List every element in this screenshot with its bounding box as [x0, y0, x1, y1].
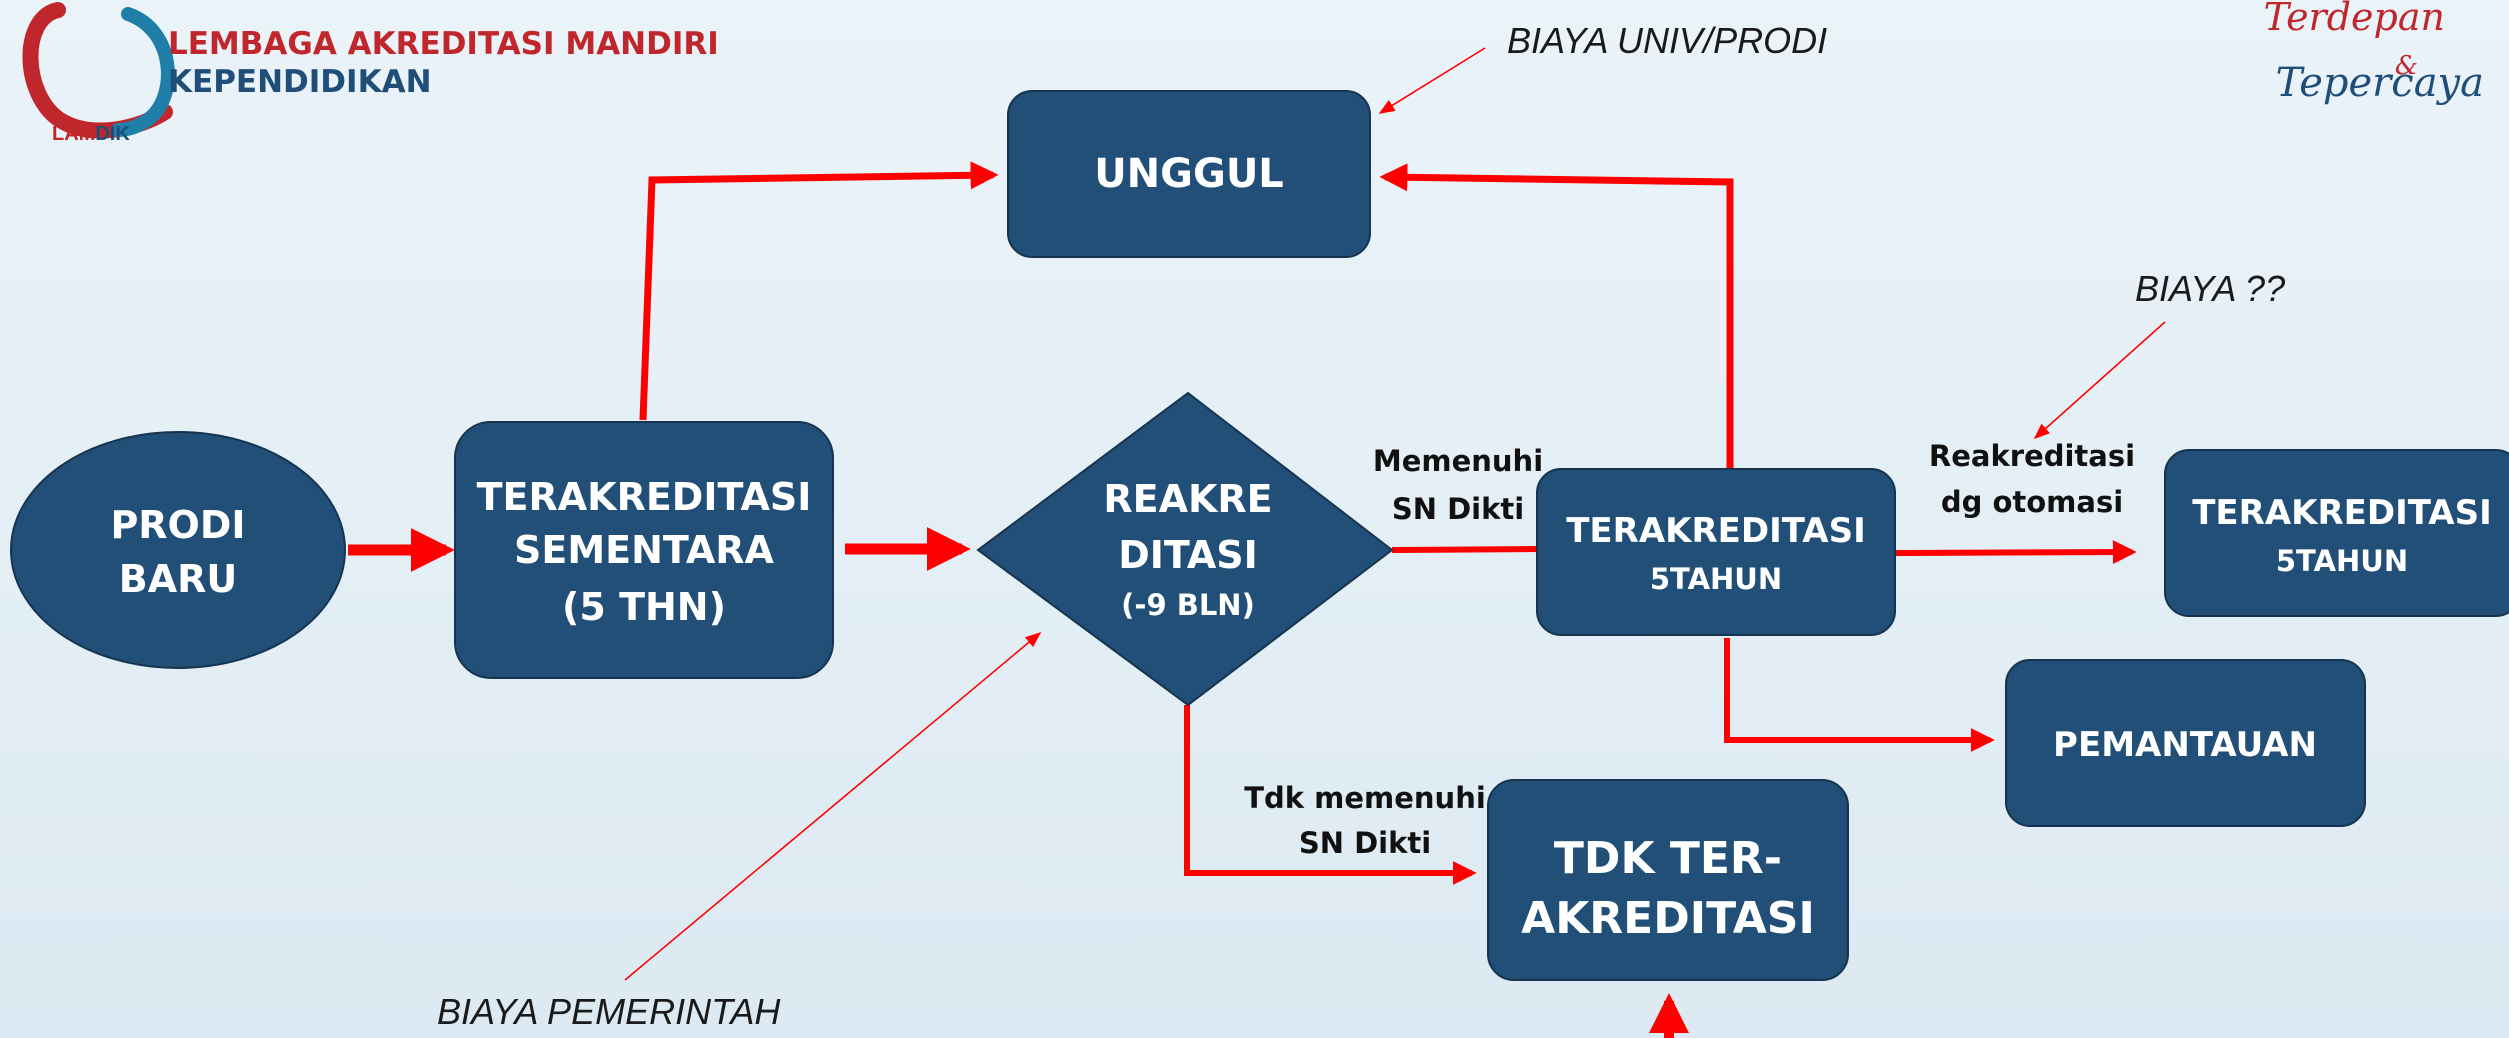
logo-dik-text: DIK	[95, 123, 130, 145]
tagline-terdepan: Terdepan	[2264, 0, 2445, 39]
tdk-memenuhi-line2: SN Dikti	[1299, 826, 1431, 860]
org-name-line1: LEMBAGA AKREDITASI MANDIRI	[168, 26, 719, 62]
node-terakreditasi-5tahun-b	[2164, 449, 2509, 617]
prodi-baru-line2: BARU	[119, 557, 238, 601]
unggul-label: UNGGUL	[1094, 151, 1284, 197]
node-terakreditasi-sementara	[454, 421, 834, 679]
node-tdk-terakreditasi	[1487, 779, 1849, 981]
node-prodi-baru	[10, 431, 346, 669]
terakreditasi-5b-line2: 5TAHUN	[2276, 544, 2408, 578]
logo-lam-text: LAM	[52, 123, 95, 145]
arrow-terakreditasi-to-terakreditasi-b	[1895, 540, 2137, 565]
note-biaya-tanya: BIAYA ??	[2135, 268, 2285, 309]
pointer-biaya-tanya	[2033, 321, 2166, 440]
arrow-terakreditasi-to-pemantauan	[1724, 638, 1995, 752]
memenuhi-line2: SN Dikti	[1392, 492, 1524, 526]
arrow-reakreditasi-to-tdk	[1184, 705, 1477, 885]
reakreditasi-line1: REAKRE	[1103, 477, 1272, 521]
lamdik-logo: LAMDIK	[22, 2, 175, 145]
reakreditasi-line3: (-9 BLN)	[1121, 588, 1255, 622]
tagline-ampersand: &	[2395, 51, 2418, 81]
note-biaya-univ: BIAYA UNIV/PRODI	[1507, 20, 1827, 61]
node-terakreditasi-5tahun	[1536, 468, 1896, 636]
svg-text:LAMDIK: LAMDIK	[52, 123, 130, 145]
arrow-terakreditasi-to-unggul	[1379, 163, 1734, 474]
reakreditasi-line2: DITASI	[1118, 533, 1258, 577]
pemantauan-label: PEMANTAUAN	[2053, 725, 2317, 765]
sementara-line3: (5 THN)	[562, 585, 726, 629]
reakreditasi-otomasi-line1: Reakreditasi	[1929, 439, 2135, 473]
node-unggul	[1007, 90, 1371, 258]
node-reakreditasi	[976, 391, 1394, 707]
memenuhi-line1: Memenuhi	[1373, 444, 1543, 478]
pointer-biaya-pemerintah	[624, 631, 1042, 981]
arrow-sementara-to-unggul	[639, 161, 999, 421]
sementara-line2: SEMENTARA	[514, 528, 775, 572]
node-pemantauan	[2005, 659, 2366, 827]
note-biaya-pemerintah: BIAYA PEMERINTAH	[437, 991, 781, 1032]
org-name-line2: KEPENDIDIKAN	[168, 64, 432, 100]
reakreditasi-otomasi-line2: dg otomasi	[1941, 485, 2123, 519]
sementara-line1: TERAKREDITASI	[477, 475, 812, 519]
arrow-reakreditasi-to-terakreditasi	[1391, 546, 1537, 553]
tdk-line1: TDK TER-	[1554, 833, 1782, 884]
pointer-biaya-univ	[1378, 47, 1486, 114]
terakreditasi-5-line1: TERAKREDITASI	[1566, 511, 1866, 551]
terakreditasi-5-line2: 5TAHUN	[1650, 562, 1782, 596]
tdk-memenuhi-line1: Tdk memenuhi	[1244, 781, 1486, 815]
prodi-baru-line1: PRODI	[110, 503, 245, 547]
tdk-line2: AKREDITASI	[1521, 893, 1815, 944]
tagline-tepercaya: Tepercaya	[2276, 60, 2484, 106]
terakreditasi-5b-line1: TERAKREDITASI	[2192, 493, 2492, 533]
